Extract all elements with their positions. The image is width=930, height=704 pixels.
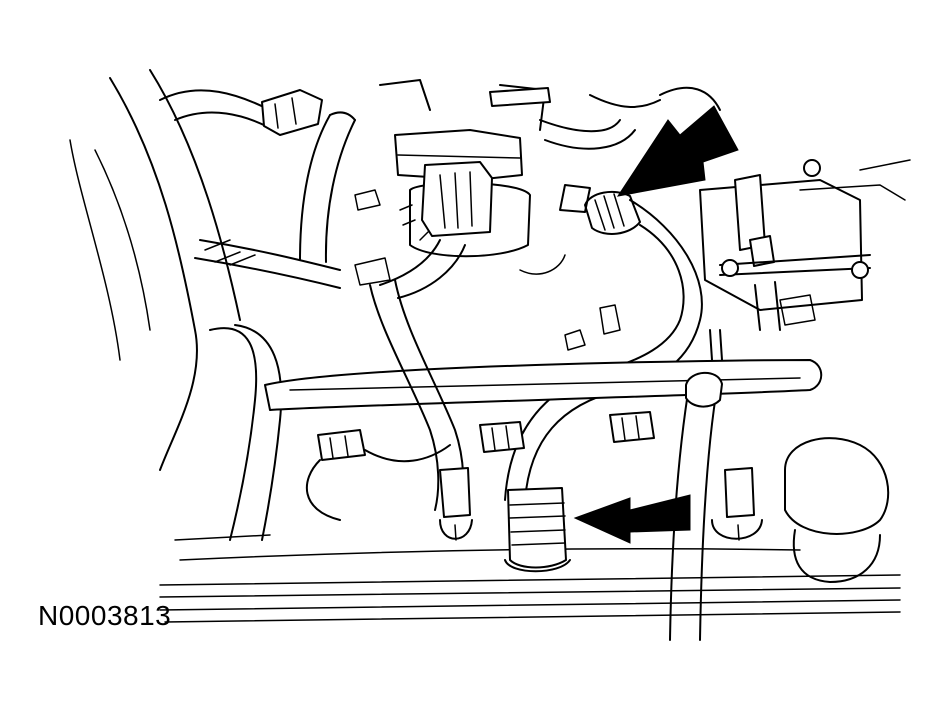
- lower-hose-quick-connect-coupling: [504, 487, 571, 573]
- throttle-body-assembly: [379, 79, 551, 258]
- oil-filler-cap: [784, 437, 890, 583]
- fuel-rail: [264, 359, 823, 411]
- figure-id-label: N0003813: [38, 600, 172, 631]
- lower-callout-arrow: [573, 494, 691, 544]
- injector-connectors: [305, 411, 655, 521]
- right-vertical-hose: [669, 329, 723, 641]
- misc-details: [354, 189, 816, 351]
- upper-left-wiring: [159, 89, 341, 289]
- left-heater-hose: [69, 69, 283, 541]
- upper-hose-quick-connect-coupling: [504, 184, 703, 501]
- upper-pipes: [539, 86, 721, 150]
- rocker-cover-ribs: [159, 534, 901, 623]
- right-bracket-assembly: [699, 159, 911, 331]
- callout-arrows: [573, 105, 739, 544]
- center-left-hose: [299, 111, 356, 263]
- fuel-injectors: [439, 467, 763, 541]
- upper-callout-arrow: [616, 105, 739, 197]
